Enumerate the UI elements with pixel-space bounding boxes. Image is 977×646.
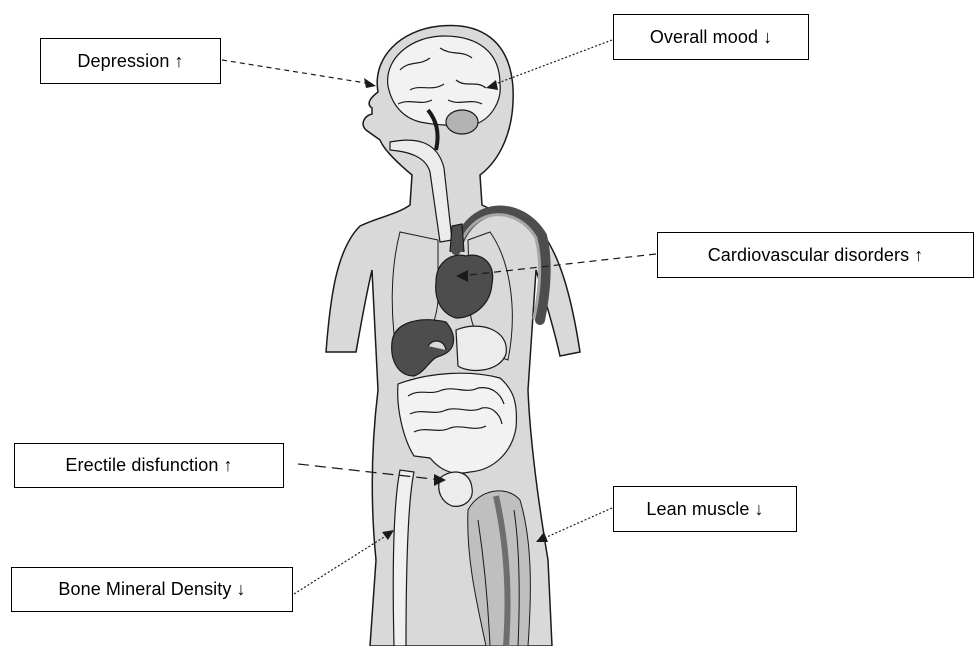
connector-depression [222,60,372,84]
arrowhead-depression [364,78,376,88]
label-bone-density: Bone Mineral Density ↓ [11,567,293,612]
label-cardiovascular-text: Cardiovascular disorders [708,245,909,266]
connector-lean-muscle [540,508,612,540]
label-depression: Depression ↑ [40,38,221,84]
label-erectile-arrow: ↑ [223,455,232,476]
bladder [439,472,473,506]
label-lean-muscle: Lean muscle ↓ [613,486,797,532]
label-bone-density-text: Bone Mineral Density [58,579,231,600]
label-erectile: Erectile disfunction ↑ [14,443,284,488]
label-erectile-text: Erectile disfunction [65,455,218,476]
label-overall-mood-text: Overall mood [650,27,758,48]
label-overall-mood: Overall mood ↓ [613,14,809,60]
label-cardiovascular: Cardiovascular disorders ↑ [657,232,974,278]
label-overall-mood-arrow: ↓ [763,27,772,48]
label-depression-text: Depression [77,51,169,72]
label-lean-muscle-arrow: ↓ [755,499,764,520]
label-lean-muscle-text: Lean muscle [646,499,749,520]
label-depression-arrow: ↑ [174,51,183,72]
label-cardiovascular-arrow: ↑ [914,245,923,266]
label-bone-density-arrow: ↓ [236,579,245,600]
